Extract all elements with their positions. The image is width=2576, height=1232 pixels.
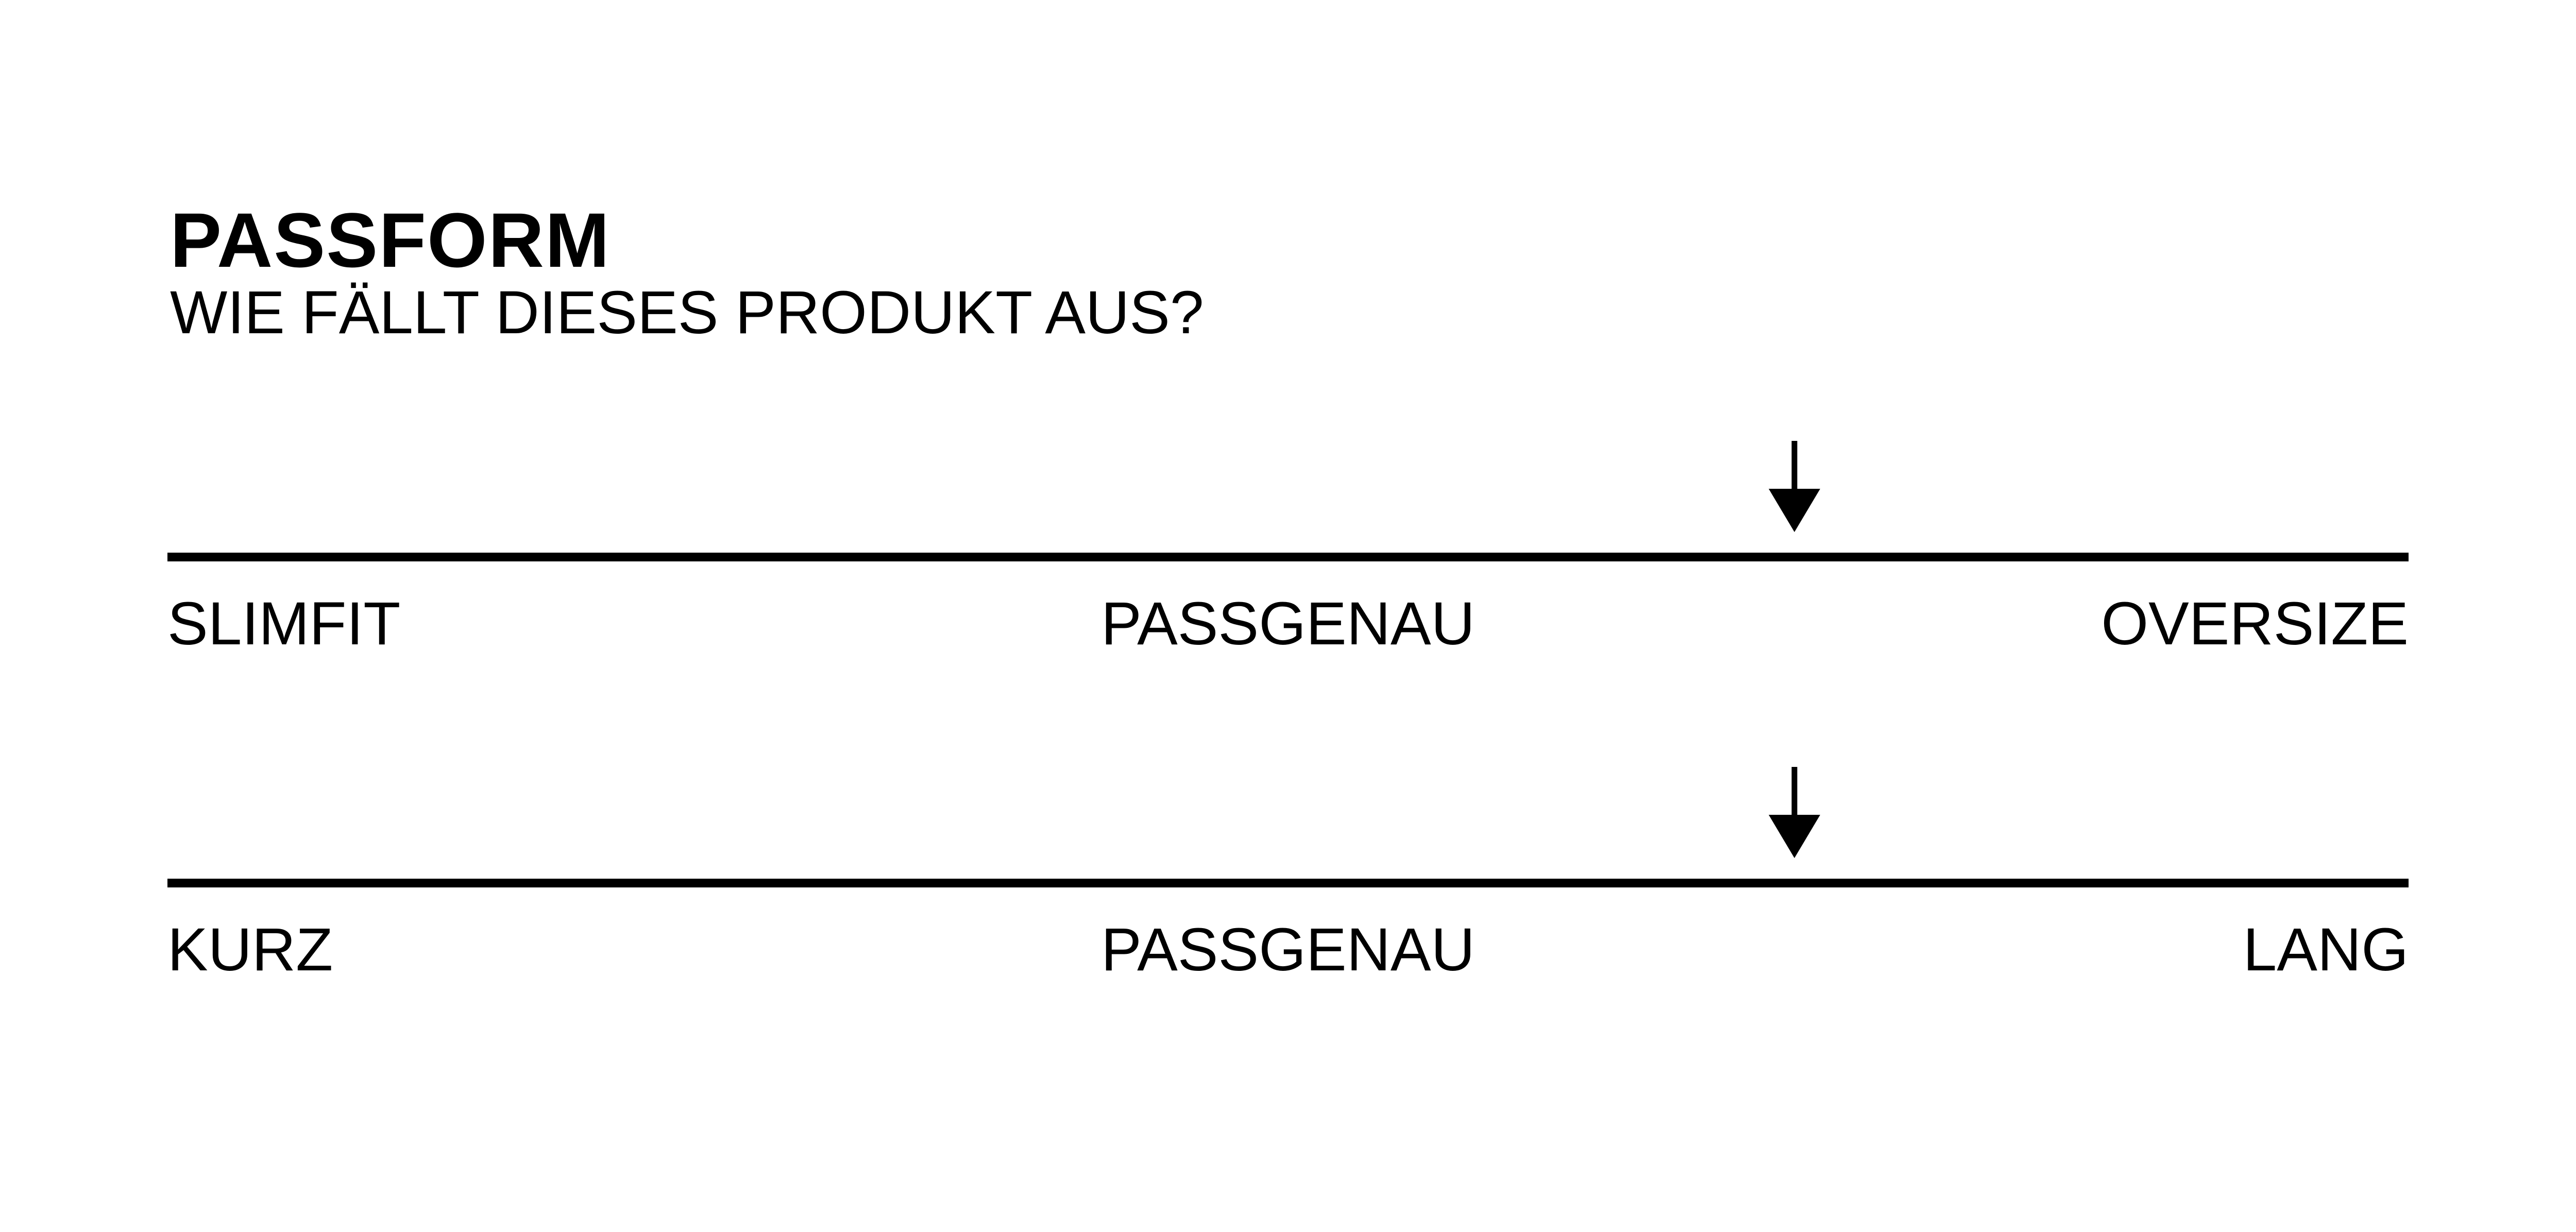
scale-labels: KURZ PASSGENAU LANG (167, 919, 2409, 991)
arrow-stem (1791, 441, 1798, 491)
fit-scale-length: KURZ PASSGENAU LANG (167, 767, 2409, 1014)
scale-line (167, 879, 2409, 887)
scale-label-kurz: KURZ (167, 916, 333, 984)
arrow-stem (1791, 767, 1798, 817)
arrow-head (1769, 815, 1821, 858)
fit-scale-width: SLIMFIT PASSGENAU OVERSIZE (167, 441, 2409, 688)
scale-label-slimfit: SLIMFIT (167, 590, 401, 658)
page-subtitle: WIE FÄLLT DIESES PRODUKT AUS? (170, 279, 1204, 347)
scale-line (167, 553, 2409, 561)
scale-label-lang: LANG (2243, 916, 2409, 984)
scale-labels: SLIMFIT PASSGENAU OVERSIZE (167, 593, 2409, 665)
scale-label-passgenau: PASSGENAU (1101, 590, 1475, 658)
down-arrow-icon (1769, 767, 1821, 860)
down-arrow-icon (1769, 441, 1821, 534)
arrow-head (1769, 489, 1821, 532)
scale-label-oversize: OVERSIZE (2101, 590, 2409, 658)
scale-label-passgenau: PASSGENAU (1101, 916, 1475, 984)
page-title: PASSFORM (170, 197, 611, 283)
